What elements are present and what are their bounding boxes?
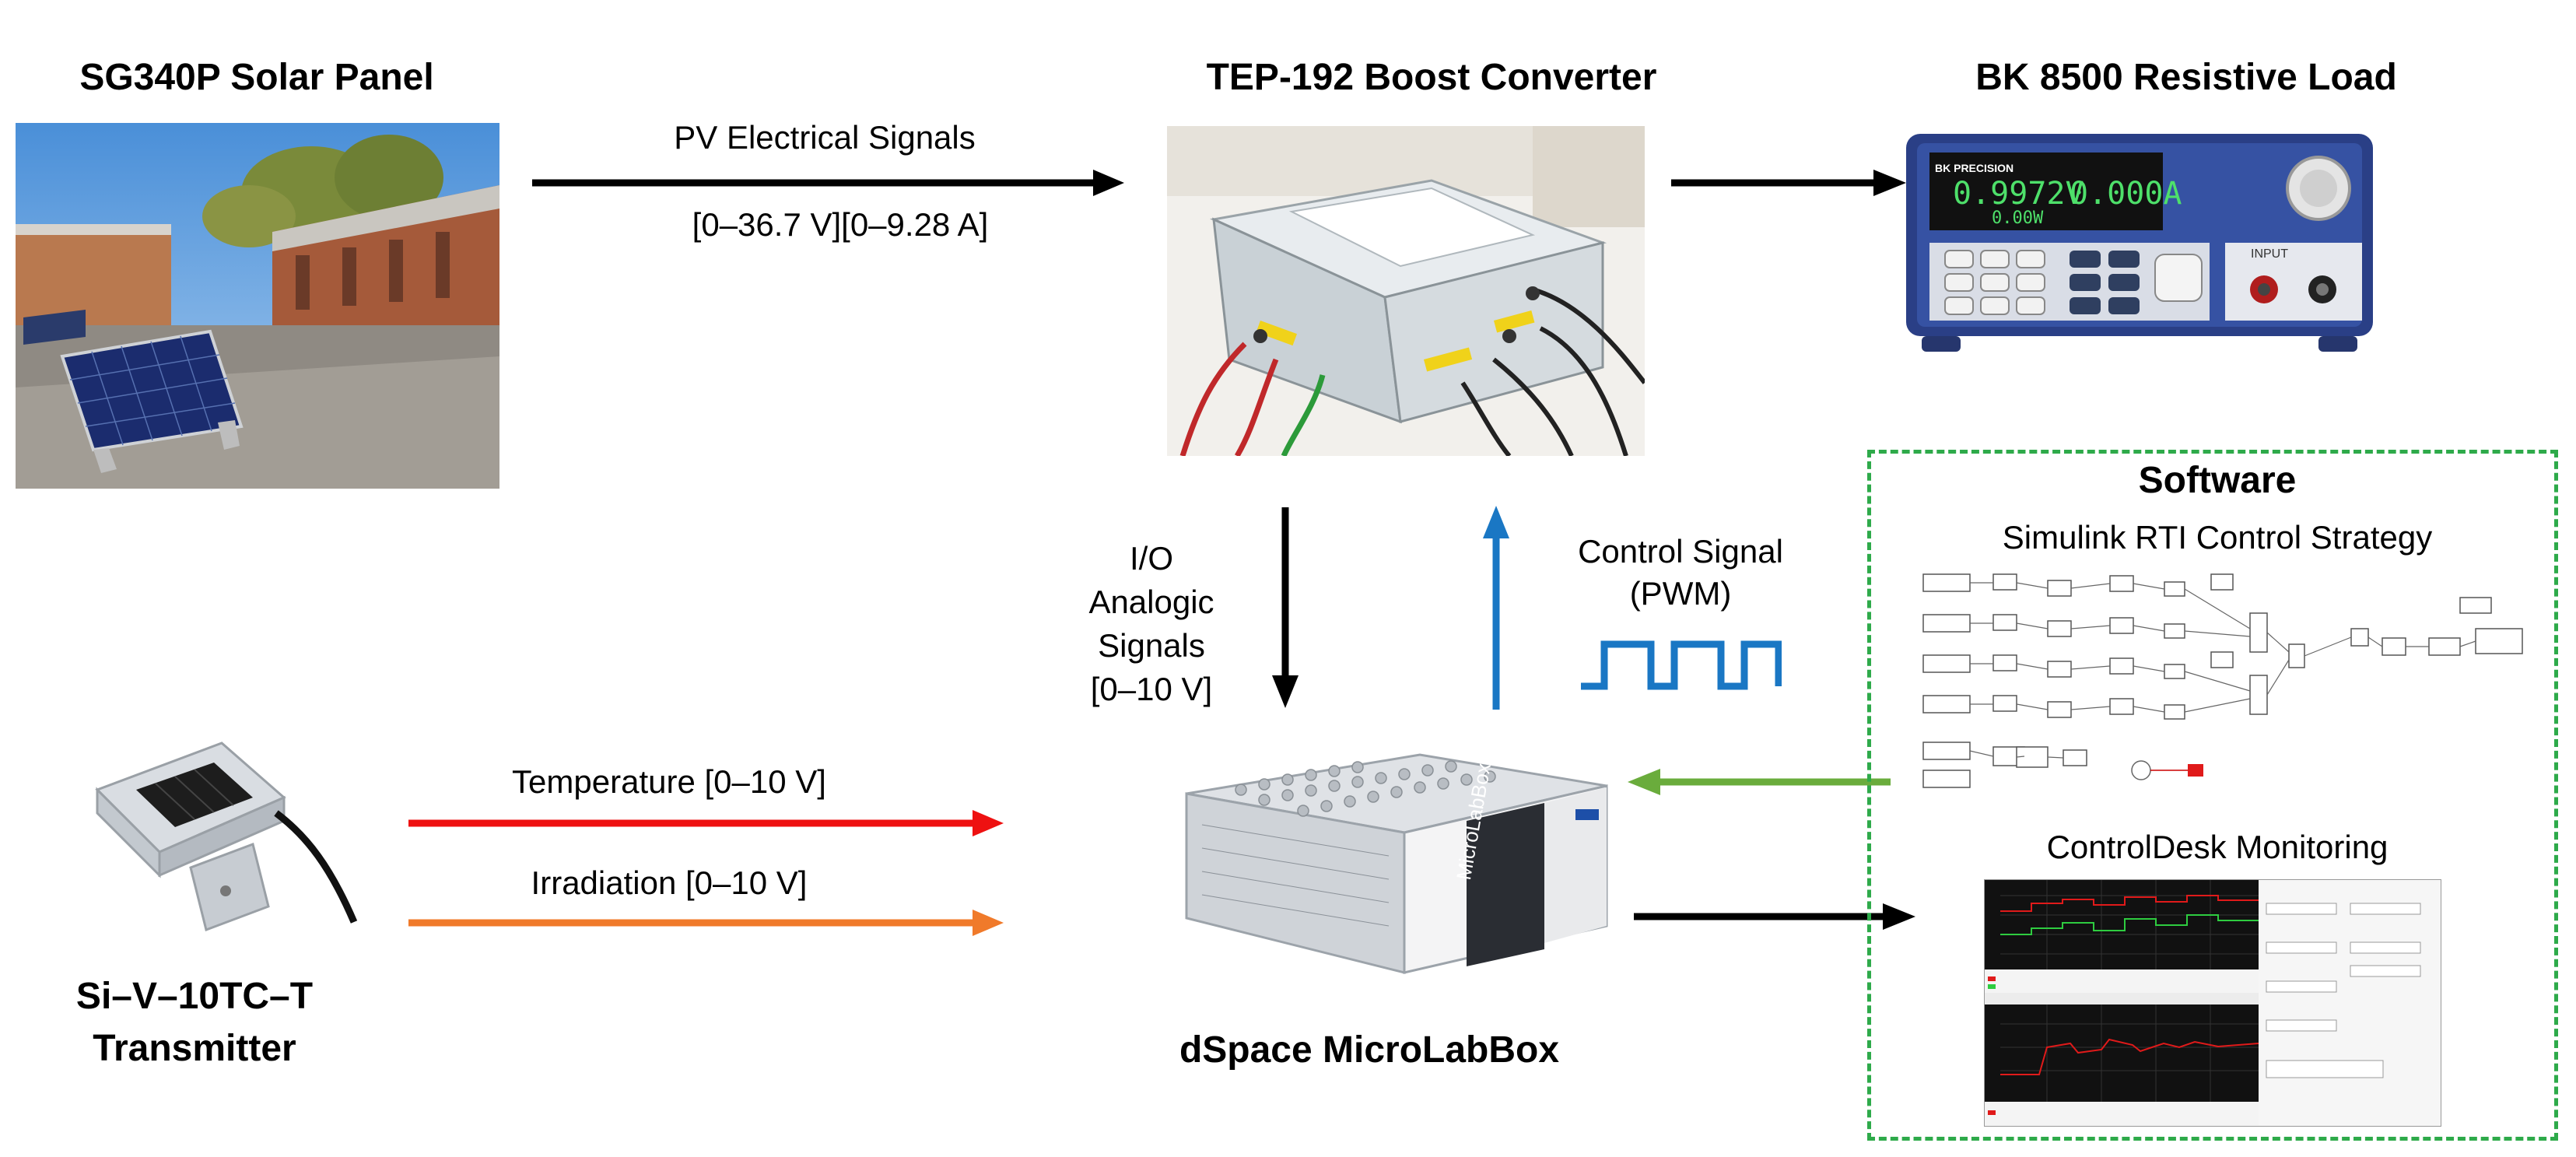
load-brand-label: BK PRECISION bbox=[1935, 162, 2014, 174]
temperature-label: Temperature [0–10 V] bbox=[512, 763, 826, 800]
load-input-label: INPUT bbox=[2251, 247, 2288, 261]
microlabbox-photo bbox=[1171, 739, 1614, 988]
controldesk-screenshot bbox=[1984, 879, 2441, 1127]
simulink-title: Simulink RTI Control Strategy bbox=[2002, 519, 2433, 556]
resistive-load-title: BK 8500 Resistive Load bbox=[1975, 57, 2397, 98]
simulink-diagram bbox=[1915, 566, 2553, 800]
microlabbox-title: dSpace MicroLabBox bbox=[1179, 1029, 1560, 1071]
io-signals-label: I/O Analogic Signals [0–10 V] bbox=[1027, 537, 1276, 711]
pv-signals-range: [0–36.7 V][0–9.28 A] bbox=[692, 206, 989, 243]
io-line-1: I/O bbox=[1129, 540, 1173, 577]
controldesk-title: ControlDesk Monitoring bbox=[2046, 829, 2388, 865]
io-line-3: Signals bbox=[1098, 627, 1205, 664]
pwm-waveform-icon bbox=[1581, 640, 1782, 690]
solar-panel-title: SG340P Solar Panel bbox=[79, 57, 434, 98]
resistive-load-photo bbox=[1898, 126, 2381, 359]
boost-converter-title: TEP-192 Boost Converter bbox=[1206, 57, 1657, 98]
software-box bbox=[1867, 450, 2558, 1141]
irradiation-arrow bbox=[408, 910, 1004, 936]
pv-signals-label: PV Electrical Signals bbox=[674, 119, 976, 156]
load-current-readout: 0.000A bbox=[2070, 176, 2182, 212]
control-signal-label: Control Signal (PWM) bbox=[1548, 531, 1813, 615]
load-power-readout: 0.00W bbox=[1992, 209, 2044, 228]
transmitter-title-line2: Transmitter bbox=[93, 1028, 296, 1069]
control-up-arrow bbox=[1483, 506, 1509, 710]
temperature-arrow bbox=[408, 810, 1004, 836]
boost-converter-photo bbox=[1167, 126, 1645, 456]
solar-panel-photo bbox=[16, 123, 499, 489]
pv-signal-arrow bbox=[532, 170, 1124, 196]
irradiation-label: Irradiation [0–10 V] bbox=[531, 864, 808, 901]
io-down-arrow bbox=[1272, 507, 1299, 708]
load-voltage-readout: 0.9972V bbox=[1953, 176, 2084, 212]
software-title: Software bbox=[2138, 460, 2297, 501]
converter-to-load-arrow bbox=[1671, 170, 1906, 196]
io-line-4: [0–10 V] bbox=[1090, 671, 1213, 707]
software-to-microlabbox-arrow bbox=[1628, 769, 1891, 795]
transmitter-title-line1: Si–V–10TC–T bbox=[75, 976, 314, 1017]
microlabbox-to-controldesk-arrow bbox=[1634, 903, 1915, 930]
control-line-2: (PWM) bbox=[1629, 575, 1732, 612]
transmitter-photo bbox=[74, 728, 362, 953]
io-line-2: Analogic bbox=[1088, 584, 1214, 620]
control-line-1: Control Signal bbox=[1578, 533, 1783, 570]
